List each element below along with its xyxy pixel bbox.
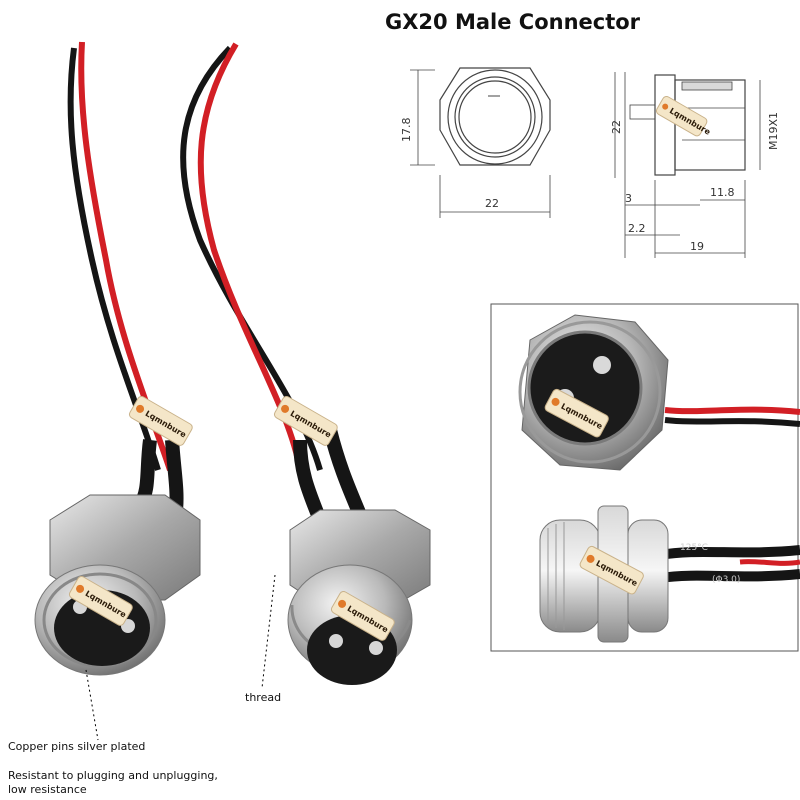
body-length-label: 11.8 — [710, 186, 735, 199]
front-width-label: 22 — [485, 197, 499, 210]
brand-tag: Lqmnbure — [655, 95, 712, 137]
front-view: 17.8 22 — [400, 67, 551, 218]
flange-label: 3 — [625, 192, 632, 205]
thread-leader-line — [261, 574, 276, 689]
thread-spec-label: M19X1 — [767, 112, 780, 150]
left-connector-wires — [67, 41, 184, 511]
middle-connector-body — [287, 509, 431, 685]
inset-temp-marking: 125°C — [680, 543, 708, 553]
product-photo: Lqmnbure Lqmnbure Lqmnbure Lqmnbure — [34, 41, 431, 741]
dimension-drawing: 17.8 22 22 M19X1 11.8 3 2.2 19 Lqmnbure — [400, 67, 780, 258]
inset-side-connector: 125°C (Φ3.0) — [539, 505, 800, 643]
product-title: GX20 Male Connector — [385, 10, 641, 34]
pins-label: Copper pins silver plated — [8, 740, 146, 753]
left-connector-body — [34, 494, 201, 676]
durability-label-line2: low resistance — [8, 783, 87, 796]
side-view: 22 M19X1 11.8 3 2.2 19 — [610, 72, 780, 258]
rim-label: 2.2 — [628, 222, 646, 235]
total-length-label: 19 — [690, 240, 704, 253]
front-height-label: 17.8 — [400, 118, 413, 143]
side-height-label: 22 — [610, 120, 623, 134]
inset-size-marking: (Φ3.0) — [712, 575, 740, 585]
detail-inset: Lqmnbure 125°C (Φ3.0) Lqmnbure — [490, 303, 800, 652]
durability-label-line1: Resistant to plugging and unplugging, — [8, 769, 218, 782]
pins-leader-line — [85, 669, 99, 741]
thread-label: thread — [245, 691, 282, 704]
middle-connector-wires — [180, 42, 367, 518]
